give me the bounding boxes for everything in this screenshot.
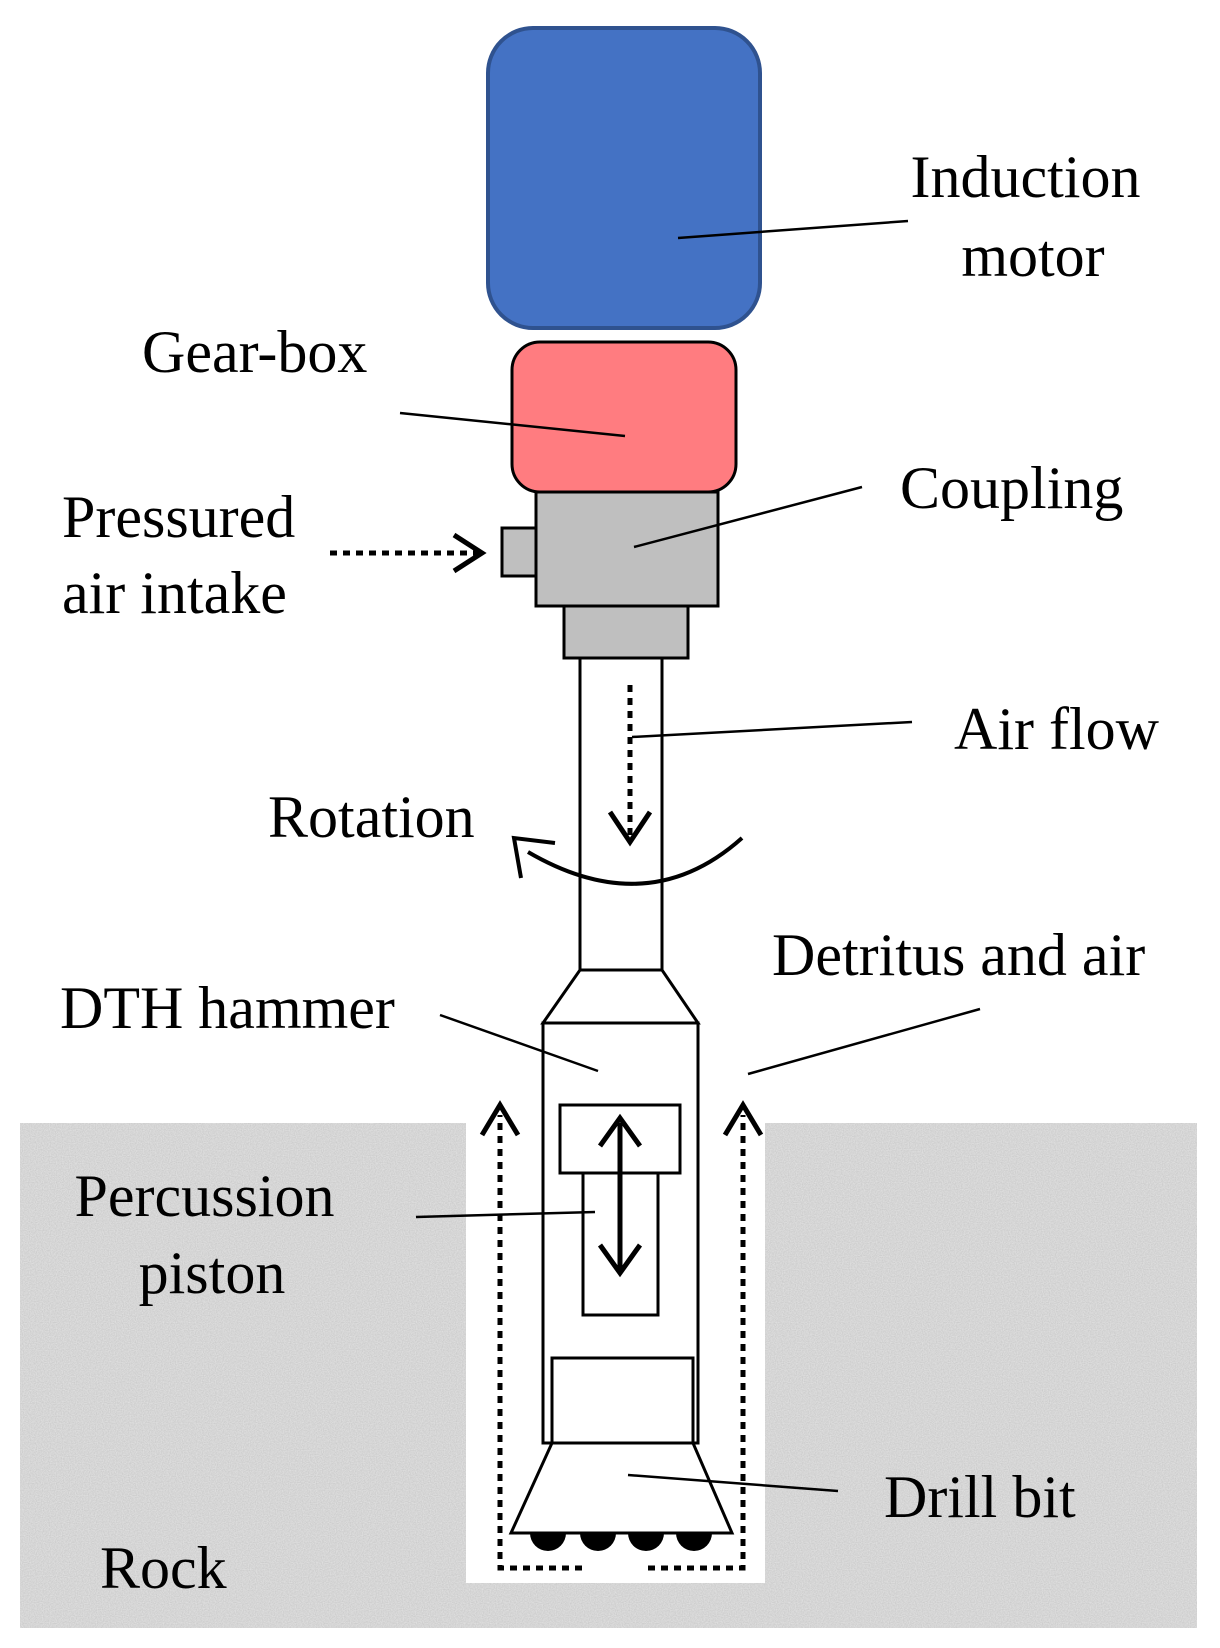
- air-intake-arrow: [330, 532, 487, 574]
- rock-left: [20, 1123, 466, 1628]
- air-flow-arrow: [607, 685, 653, 847]
- rotation-arrow: [511, 835, 744, 886]
- rock-right: [765, 1123, 1197, 1628]
- label-rotation: Rotation: [268, 784, 475, 850]
- drill-bit-assembly: [508, 1441, 735, 1551]
- leader-gear-box: [399, 411, 626, 438]
- detritus-path-left: [497, 1115, 582, 1571]
- hammer-taper: [540, 968, 701, 1025]
- air-intake-port: [500, 526, 538, 578]
- label-coupling: Coupling: [900, 455, 1123, 521]
- label-pressured-air-intake: Pressured air intake: [62, 484, 310, 626]
- drill-button-2: [580, 1533, 616, 1551]
- rock-bottom: [466, 1583, 765, 1628]
- induction-motor-body: [486, 26, 762, 330]
- label-pressured-air-intake-line2: air intake: [62, 560, 287, 626]
- label-air-flow: Air flow: [954, 696, 1160, 762]
- piston-arrow-head-top: [597, 1113, 643, 1148]
- label-induction-motor-line2: motor: [961, 223, 1104, 289]
- gear-box-body: [510, 340, 738, 494]
- air-flow-arrow-head: [607, 810, 653, 847]
- label-pressured-air-intake-line1: Pressured: [62, 484, 295, 550]
- lower-chamber: [550, 1356, 695, 1445]
- leader-lines: [399, 219, 981, 1493]
- detritus-head-left: [479, 1100, 521, 1137]
- rotation-arc: [526, 836, 744, 886]
- leader-induction-motor: [677, 219, 909, 240]
- leader-dth-hammer: [439, 1013, 599, 1073]
- leader-air-flow: [631, 720, 913, 739]
- detritus-path-right: [648, 1115, 746, 1571]
- rotation-arrow-head: [511, 835, 556, 879]
- drill-button-3: [628, 1533, 664, 1551]
- detritus-head-right: [722, 1100, 764, 1137]
- label-percussion-piston-line1: Percussion: [75, 1163, 335, 1229]
- label-induction-motor-line1: Induction: [911, 144, 1141, 210]
- label-dth-hammer: DTH hammer: [60, 975, 395, 1041]
- air-intake-arrow-head: [452, 532, 487, 574]
- label-rock: Rock: [100, 1535, 227, 1601]
- label-percussion-piston-line2: piston: [139, 1240, 286, 1306]
- coupling-body: [534, 490, 720, 608]
- leader-drill-bit: [627, 1473, 839, 1493]
- drill-button-1: [530, 1533, 566, 1551]
- label-drill-bit: Drill bit: [884, 1464, 1076, 1530]
- drill-bit-body: [508, 1441, 735, 1535]
- drill-button-4: [676, 1533, 712, 1551]
- label-detritus-and-air: Detritus and air: [772, 922, 1145, 988]
- coupling-lower: [562, 604, 690, 660]
- rock-region: [20, 1123, 1197, 1628]
- coupling-assembly: [500, 490, 720, 660]
- piston-arrow: [597, 1113, 643, 1278]
- piston-arrow-head-bottom: [597, 1243, 643, 1278]
- leader-detritus: [747, 1007, 981, 1076]
- label-induction-motor: Induction motor: [911, 144, 1156, 289]
- label-percussion-piston: Percussion piston: [75, 1163, 350, 1306]
- label-gear-box: Gear-box: [142, 319, 367, 385]
- detritus-flow-path: [479, 1100, 764, 1571]
- leader-percussion-piston: [415, 1210, 596, 1219]
- leader-coupling: [633, 485, 863, 549]
